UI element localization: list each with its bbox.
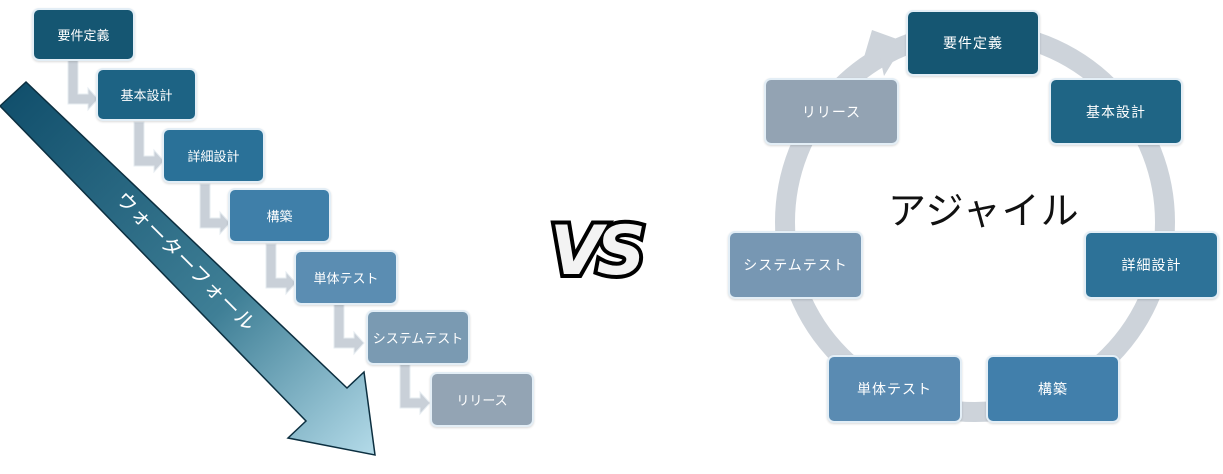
agile-step-basic-design: 基本設計 [1049, 78, 1183, 145]
connector-3 [199, 183, 231, 236]
connector-1 [67, 59, 99, 112]
connector-2 [133, 121, 165, 174]
waterfall-connectors [67, 59, 431, 416]
agile-step-build: 構築 [986, 355, 1120, 423]
waterfall-step-build: 構築 [228, 188, 331, 243]
step-label: 詳細設計 [187, 150, 240, 165]
step-label: リリース [456, 394, 508, 409]
waterfall-step-detailed-design: 詳細設計 [162, 128, 265, 183]
agile-step-unit-test: 単体テスト [827, 355, 962, 423]
cycle-arrowhead-icon [862, 30, 905, 76]
step-label: 構築 [266, 210, 293, 225]
waterfall-arrow [0, 80, 376, 456]
waterfall-step-basic-design: 基本設計 [96, 68, 197, 121]
step-label: 要件定義 [57, 29, 110, 44]
connector-4 [265, 243, 297, 296]
waterfall-step-unit-test: 単体テスト [294, 250, 398, 305]
step-label: 構築 [1038, 382, 1068, 398]
waterfall-step-requirements: 要件定義 [32, 8, 135, 61]
step-label: リリース [801, 104, 862, 121]
agile-title: アジャイル [888, 189, 1080, 233]
waterfall-step-release: リリース [430, 372, 534, 427]
agile-step-requirements: 要件定義 [906, 10, 1040, 76]
connector-5 [333, 303, 365, 356]
agile-step-release: リリース [764, 78, 899, 145]
step-label: 単体テスト [313, 272, 379, 287]
step-label: 詳細設計 [1121, 258, 1182, 274]
agile-step-detailed-design: 詳細設計 [1084, 231, 1219, 299]
agile-step-system-test: システムテスト [728, 231, 863, 299]
step-label: システムテスト [372, 332, 464, 347]
connector-6 [399, 363, 431, 416]
step-label: 基本設計 [120, 89, 173, 104]
step-label: システムテスト [743, 258, 848, 274]
step-label: 要件定義 [943, 36, 1003, 52]
step-label: 単体テスト [857, 382, 932, 398]
step-label: 基本設計 [1086, 104, 1146, 121]
waterfall-step-system-test: システムテスト [366, 310, 470, 365]
